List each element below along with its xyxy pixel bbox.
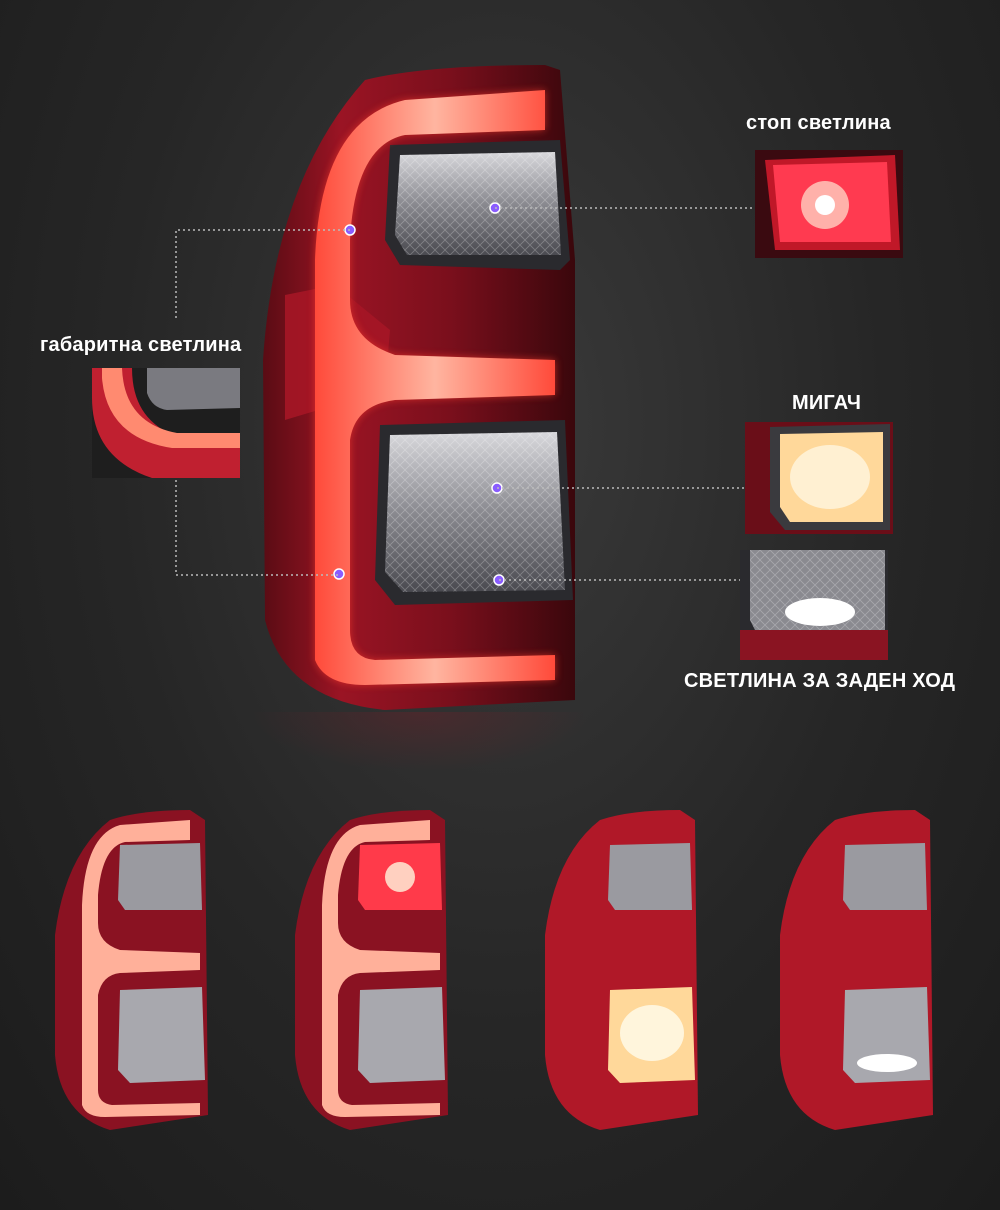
brake-light-inset — [755, 150, 903, 258]
position-light-inset — [92, 368, 240, 478]
lamp-reflection — [250, 712, 590, 772]
turn-signal-label: МИГАЧ — [792, 392, 862, 414]
turn-signal-inset — [745, 422, 893, 534]
position-light-label: габаритна светлина — [40, 334, 242, 356]
variant-brake-light — [295, 810, 448, 1130]
turn-marker-dot — [491, 482, 503, 494]
brake-light-label: стоп светлина — [746, 112, 891, 134]
brake-marker-dot — [489, 202, 501, 214]
position-marker-dot — [344, 224, 356, 236]
variant-reverse-light — [780, 810, 933, 1130]
position-marker-dot-lower — [333, 568, 345, 580]
reverse-light-label: СВЕТЛИНА ЗА ЗАДЕН ХОД — [684, 670, 956, 692]
reverse-light-inset — [740, 550, 888, 660]
variant-position-light — [55, 810, 208, 1130]
variant-turn-signal — [545, 810, 698, 1130]
main-tail-lamp — [263, 65, 575, 710]
reverse-marker-dot — [493, 574, 505, 586]
